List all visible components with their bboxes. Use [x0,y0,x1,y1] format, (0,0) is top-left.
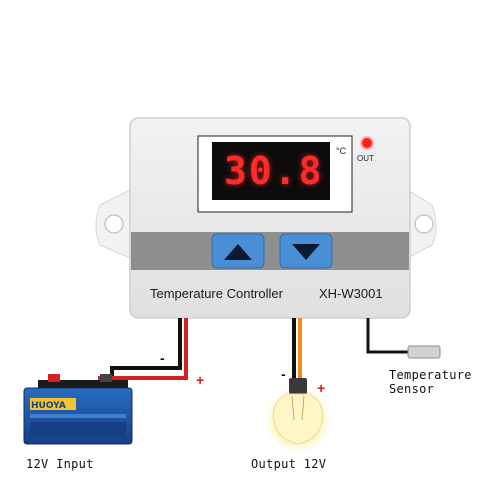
out-led [360,136,374,150]
up-button[interactable] [211,233,265,269]
output-label: Output 12V [251,457,327,471]
device-title: Temperature Controller [150,286,283,301]
sensor-label: Temperature Sensor [389,368,472,396]
input-plus-sign: + [196,372,205,388]
button-strip [131,232,409,270]
sensor-label-line2: Sensor [389,382,435,396]
sensor-wire [366,318,441,359]
sensor-label-line1: Temperature [389,368,472,382]
battery-brand-logo: HUOYA [31,401,66,411]
mounting-ears [95,189,437,259]
device-model: XH-W3001 [319,286,383,301]
down-button[interactable] [279,233,333,269]
input-minus-sign: - [160,350,165,366]
temperature-probe [407,345,441,359]
output-minus-sign: - [281,366,286,382]
input-wires [98,318,188,388]
output-plus-sign: + [317,380,326,396]
input-label: 12V Input [26,457,94,471]
display-screen [212,142,330,200]
temperature-display: 30.8 [224,149,324,193]
output-wires [292,318,302,382]
battery-icon: HUOYA [23,374,133,445]
down-arrow-icon [292,244,320,260]
light-bulb-icon [264,378,332,454]
out-indicator-label: OUT [357,154,374,163]
up-arrow-icon [224,244,252,260]
unit-label: °C [336,146,347,156]
